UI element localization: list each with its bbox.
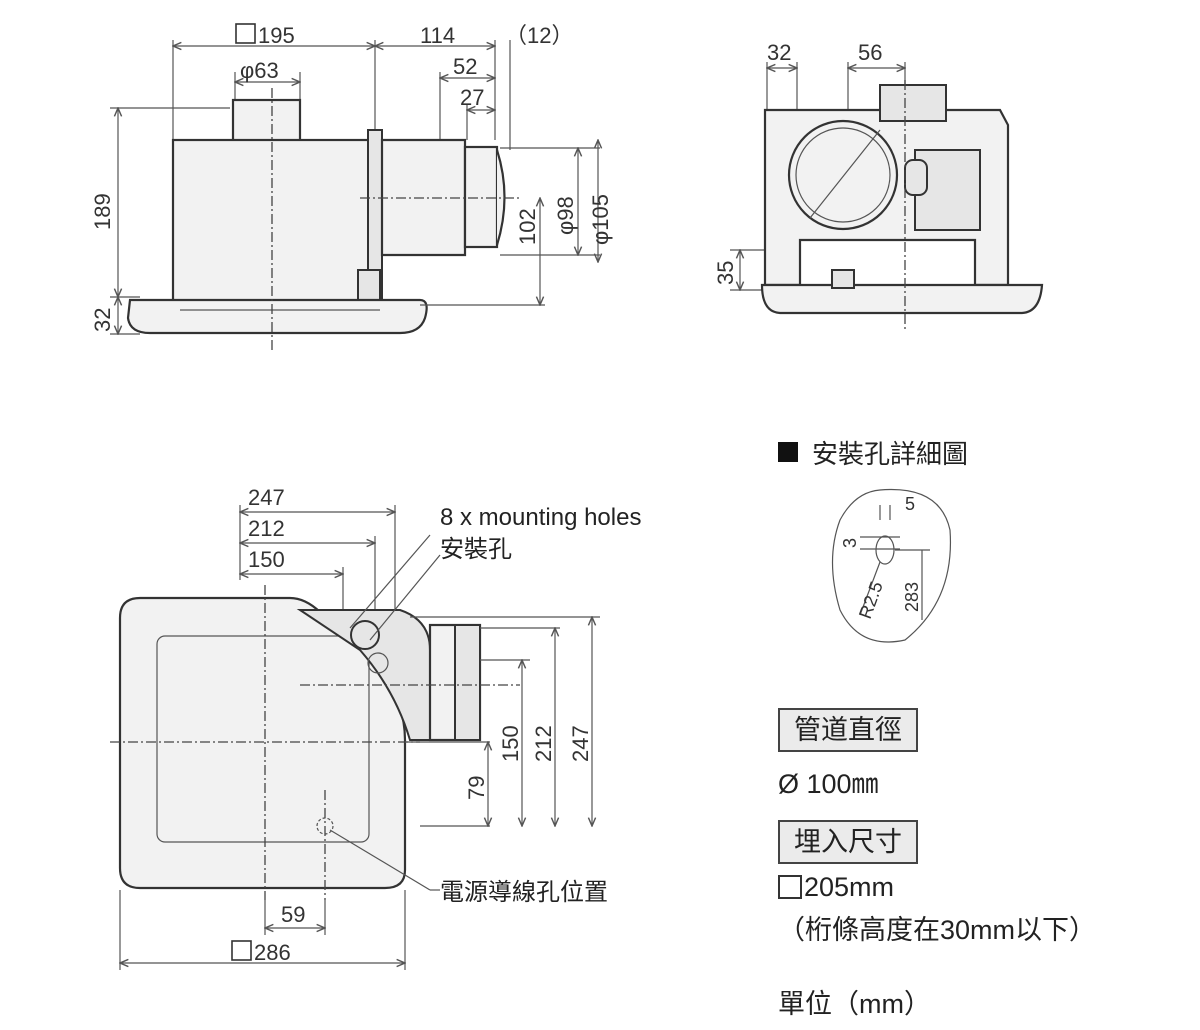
front-view-right-labels: 32 56 35 (713, 40, 882, 285)
dim-v212: 212 (531, 725, 556, 762)
dim-v79: 79 (464, 776, 489, 800)
dim-102: 102 (515, 208, 540, 245)
embed-size-note: （桁條高度在30mm以下） (778, 915, 1097, 945)
dim-286: 286 (254, 940, 291, 965)
dim-phi105: φ105 (588, 194, 613, 245)
hole-detail-title: 安裝孔詳細圖 (812, 439, 968, 469)
side-view-left-labels: 195 114 （12） 52 27 φ63 189 32 102 φ98 φ1… (90, 23, 613, 332)
dim-283: 283 (902, 582, 922, 612)
power-hole-label: 電源導線孔位置 (440, 879, 608, 906)
dim-114: 114 (420, 23, 455, 48)
side-view-left (110, 40, 600, 350)
dim-phi98: φ98 (553, 196, 578, 235)
dim-52: 52 (453, 54, 477, 79)
dim-27: 27 (460, 85, 484, 110)
dim-12: （12） (505, 23, 573, 48)
dim-212: 212 (248, 516, 285, 541)
square-symbol (235, 23, 256, 44)
dim-32b: 32 (767, 40, 791, 65)
duct-diameter-value: Ø 100㎜ (778, 769, 879, 799)
embed-size-label: 埋入尺寸 (778, 820, 918, 864)
dim-v150: 150 (498, 725, 523, 762)
dim-56: 56 (858, 40, 882, 65)
dim-247: 247 (248, 485, 285, 510)
square-symbol-286 (231, 940, 252, 961)
dim-5: 5 (905, 494, 915, 514)
dim-32: 32 (90, 308, 115, 332)
dim-195: 195 (258, 23, 295, 48)
dim-phi63: φ63 (240, 58, 279, 83)
embed-size-value: 205mm (804, 872, 895, 902)
embed-size-row: 205mm (778, 872, 894, 903)
duct-diameter-label: 管道直徑 (778, 708, 918, 752)
bullet-square (778, 442, 798, 462)
dim-v247: 247 (568, 725, 593, 762)
square-symbol-205 (778, 875, 802, 899)
hole-detail (778, 442, 952, 643)
mounting-holes-zh-label: 安裝孔 (440, 536, 512, 563)
dim-3: 3 (840, 538, 860, 548)
dim-35: 35 (713, 261, 738, 285)
bottom-view (110, 505, 600, 970)
bottom-view-labels: 247 212 150 8 x mounting holes 安裝孔 150 2… (231, 485, 641, 965)
dim-150: 150 (248, 547, 285, 572)
dim-r25: R2.5 (855, 579, 887, 622)
mounting-holes-label: 8 x mounting holes (440, 504, 641, 531)
dim-189: 189 (90, 193, 115, 230)
dim-59: 59 (281, 902, 305, 927)
unit-label: 單位（mm） (778, 989, 931, 1019)
front-view-right (730, 62, 1044, 330)
